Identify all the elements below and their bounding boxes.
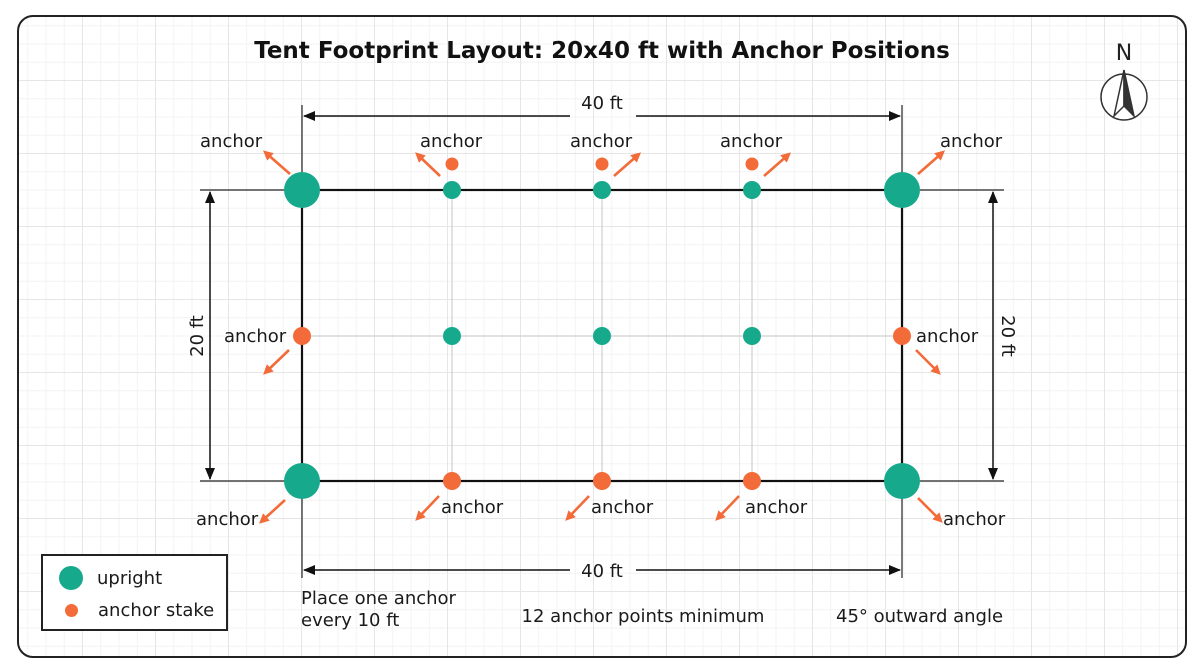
note-spacing-line1: Place one anchor	[301, 588, 457, 609]
note-anchor-angle: 45° outward angle	[836, 606, 1003, 627]
anchor-label-bottom-3: anchor	[745, 497, 808, 518]
upright-center-1	[443, 327, 461, 345]
anchor-arrow-corner-tl	[262, 150, 291, 175]
legend: upright anchor stake	[41, 554, 228, 631]
anchor-stake-right	[893, 327, 911, 345]
anchor-label-top-2: anchor	[570, 131, 633, 152]
anchor-label-corner-br: anchor	[943, 509, 1006, 530]
anchor-arrow-bottom-1	[415, 495, 440, 521]
anchor-stake-top-1	[445, 157, 459, 171]
anchor-stake-bottom-2	[593, 472, 611, 490]
upright-center-2	[593, 327, 611, 345]
anchor-arrow-top-3	[763, 152, 792, 177]
dimension-right-label: 20 ft	[997, 315, 1018, 357]
dimension-left-label: 20 ft	[187, 315, 208, 357]
anchor-label-bottom-2: anchor	[591, 497, 654, 518]
anchor-stake-top-2	[595, 157, 609, 171]
anchor-stakes	[293, 157, 911, 490]
upright-corner-bottom-right	[884, 463, 920, 499]
compass-north-label: N	[1116, 41, 1132, 66]
page-title: Tent Footprint Layout: 20x40 ft with Anc…	[254, 38, 950, 64]
anchor-stake-legend-icon	[65, 604, 78, 617]
note-anchor-count: 12 anchor points minimum	[522, 606, 765, 627]
anchor-arrow-right	[915, 349, 941, 375]
anchor-arrow-corner-br	[917, 497, 943, 523]
anchor-stake-top-3	[745, 157, 759, 171]
anchor-arrow-top-2	[613, 152, 642, 177]
anchor-label-corner-tl: anchor	[200, 131, 263, 152]
dimension-bottom: 40 ft	[303, 561, 901, 582]
anchor-label-bottom-1: anchor	[441, 497, 504, 518]
anchor-stake-bottom-1	[443, 472, 461, 490]
upright-top-3	[743, 181, 761, 199]
anchor-label-corner-tr: anchor	[940, 131, 1003, 152]
dimension-top-label: 40 ft	[581, 93, 623, 114]
note-spacing-line2: every 10 ft	[301, 610, 399, 631]
upright-top-2	[593, 181, 611, 199]
dimension-right: 20 ft	[988, 191, 1018, 480]
anchor-label-top-3: anchor	[720, 131, 783, 152]
anchor-arrow-corner-tr	[917, 150, 946, 175]
anchor-arrows	[259, 150, 946, 524]
anchor-arrow-bottom-2	[565, 495, 590, 521]
legend-item-upright: upright	[59, 566, 162, 590]
anchor-label-left: anchor	[224, 326, 287, 347]
upright-corner-bottom-left	[284, 463, 320, 499]
upright-top-1	[443, 181, 461, 199]
anchor-label-corner-bl: anchor	[196, 509, 259, 530]
dimension-bottom-label: 40 ft	[581, 561, 623, 582]
side-uprights	[443, 181, 761, 345]
anchor-label-right: anchor	[916, 326, 979, 347]
upright-corner-top-left	[284, 172, 320, 208]
legend-anchor-stake-label: anchor stake	[98, 600, 215, 621]
upright-legend-icon	[59, 566, 83, 590]
dimension-top: 40 ft	[303, 93, 901, 121]
dimension-left: 20 ft	[187, 191, 215, 480]
anchor-labels: anchor anchor anchor anchor anchor ancho…	[196, 131, 1006, 530]
notes: Place one anchor every 10 ft 12 anchor p…	[301, 588, 1003, 631]
anchor-arrow-corner-bl	[259, 499, 286, 524]
anchor-arrow-top-1	[415, 152, 441, 177]
anchor-arrow-bottom-3	[715, 495, 740, 521]
corner-uprights	[284, 172, 920, 499]
legend-upright-label: upright	[97, 567, 163, 589]
anchor-stake-bottom-3	[743, 472, 761, 490]
anchor-label-top-1: anchor	[420, 131, 483, 152]
upright-center-3	[743, 327, 761, 345]
compass-icon: N	[1100, 41, 1148, 121]
anchor-stake-left	[293, 327, 311, 345]
upright-corner-top-right	[884, 172, 920, 208]
legend-item-anchor-stake: anchor stake	[65, 600, 214, 621]
anchor-arrow-left	[263, 349, 290, 375]
